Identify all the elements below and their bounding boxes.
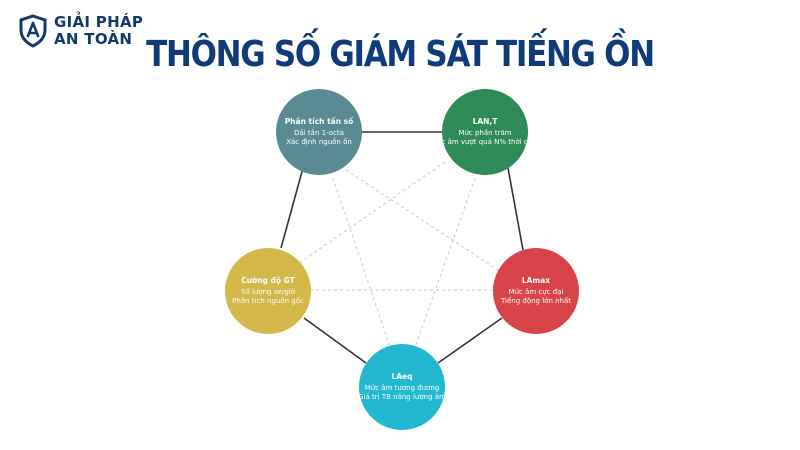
node-laeq[interactable]: LAeq Mức âm tương đương Giá trị TB năng …	[359, 344, 445, 430]
node-line: Giá trị TB năng lượng âm	[359, 393, 445, 401]
edge-laeq-cuongdo	[303, 317, 367, 364]
edge-lamax-laeq	[437, 317, 503, 364]
shield-icon	[19, 14, 47, 48]
node-cuong-do-gt[interactable]: Cường độ GT Số lượng xe/giờ Phân tích ng…	[225, 248, 311, 334]
node-line: Xác định nguồn ồn	[286, 138, 352, 146]
node-line: Số lượng xe/giờ	[241, 287, 295, 296]
brand-logo[interactable]: GIẢI PHÁP AN TOÀN	[18, 14, 143, 48]
node-title: LAN,T	[472, 116, 498, 126]
brand-line-2: AN TOÀN	[54, 30, 133, 48]
brand-name: GIẢI PHÁP AN TOÀN	[54, 14, 143, 48]
node-phan-tich-tan-so[interactable]: Phân tích tần số Dải tần 1-octa Xác định…	[276, 89, 362, 175]
node-title: LAmax	[521, 275, 551, 285]
brand-line-1: GIẢI PHÁP	[54, 13, 144, 31]
node-line: Mức âm tương đương	[364, 383, 440, 392]
node-line: Mức âm cực đại	[508, 287, 564, 296]
node-line: Mức phần trăm	[458, 128, 512, 137]
node-line: Phân tích nguồn gốc	[232, 297, 304, 305]
page-title: THÔNG SỐ GIÁM SÁT TIẾNG ỒN	[146, 34, 655, 75]
node-title: LAeq	[391, 371, 413, 381]
edge-cuongdo-phantich	[280, 167, 304, 249]
node-lant[interactable]: LAN,T Mức phần trăm Mức âm vượt quá N% t…	[442, 89, 528, 175]
node-title: Phân tích tần số	[284, 116, 354, 126]
edge-lant-lamax	[507, 167, 524, 251]
node-title: Cường độ GT	[241, 275, 295, 285]
node-line: Mức âm vượt quá N% thời gian	[442, 138, 528, 146]
node-line: Dải tần 1-octa	[294, 128, 344, 137]
node-line: Tiếng động lớn nhất	[500, 297, 572, 305]
diagonal-lines	[291, 161, 505, 351]
node-lamax[interactable]: LAmax Mức âm cực đại Tiếng động lớn nhất	[493, 248, 579, 334]
